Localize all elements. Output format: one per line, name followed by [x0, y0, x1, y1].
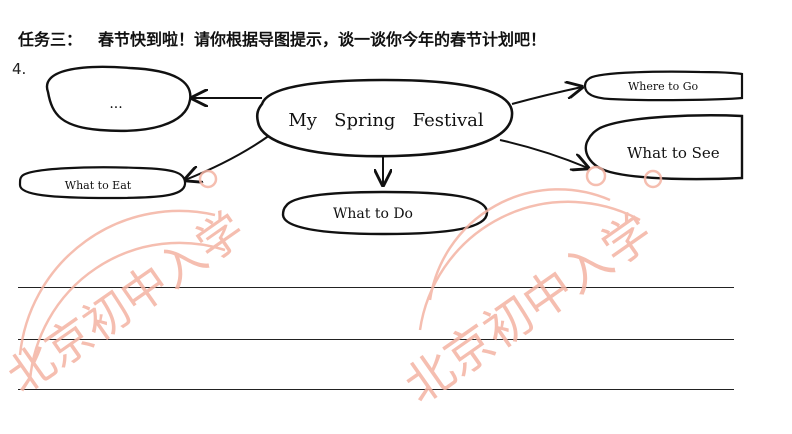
answer-line	[18, 287, 734, 288]
node-top-left-label: ...	[109, 96, 122, 112]
node-top-right: Where to Go	[583, 70, 744, 102]
node-bottom-label: What to Do	[333, 206, 413, 222]
node-right-label: What to See	[627, 144, 720, 162]
arrow-to-right	[499, 139, 588, 168]
arrow-to-left	[185, 134, 271, 180]
node-center: My Spring Festival	[255, 78, 514, 158]
node-right: What to See	[584, 114, 744, 181]
connectors	[185, 87, 588, 185]
node-center-label: My Spring Festival	[288, 110, 484, 131]
task-text: 春节快到啦！请你根据导图提示，谈一谈你今年的春节计划吧！	[98, 30, 547, 49]
arrow-to-top-right	[511, 87, 582, 105]
node-bottom: What to Do	[281, 190, 489, 236]
node-top-right-label: Where to Go	[628, 80, 698, 93]
answer-line	[18, 339, 734, 340]
node-top-left: ...	[45, 65, 192, 132]
task-instruction: 任务三： 春节快到啦！请你根据导图提示，谈一谈你今年的春节计划吧！	[18, 26, 546, 50]
answer-line	[18, 389, 734, 390]
node-left: What to Eat	[18, 166, 187, 200]
node-left-label: What to Eat	[65, 179, 132, 192]
question-number: 4.	[12, 60, 27, 78]
task-heading: 任务三：	[18, 30, 83, 49]
